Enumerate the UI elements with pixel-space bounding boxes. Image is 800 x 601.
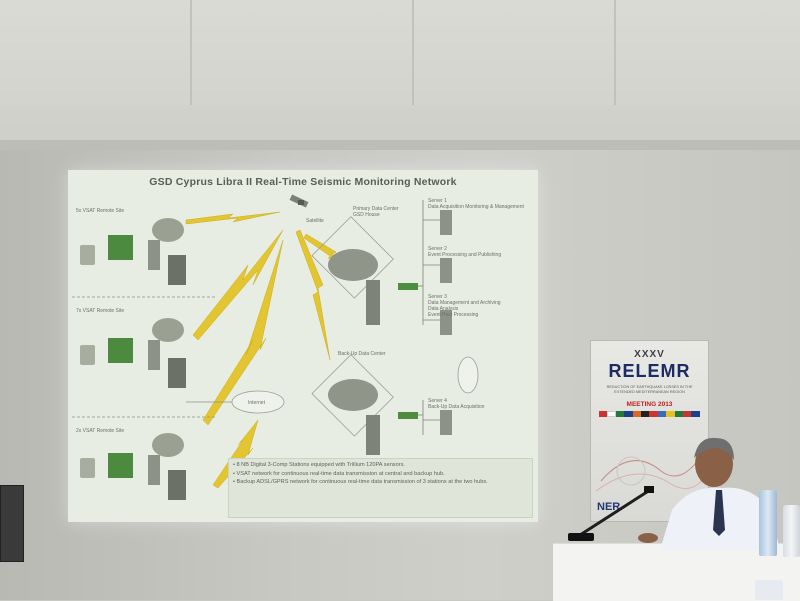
equipment-rack-icon — [148, 340, 160, 370]
drinking-glass — [783, 505, 800, 557]
flag-icon — [599, 411, 608, 417]
solar-panel-icon — [108, 235, 133, 260]
server-icon — [440, 310, 452, 335]
hub-dish-icon — [328, 379, 378, 411]
microphone — [568, 486, 654, 541]
speaker-box — [0, 485, 24, 562]
vsat-dish-icon — [152, 218, 184, 242]
banner-meeting: MEETING 2013 — [626, 401, 673, 408]
solar-panel-icon — [108, 453, 133, 478]
slide-title: GSD Cyprus Libra II Real-Time Seismic Mo… — [149, 176, 457, 188]
sensor-icon — [80, 345, 95, 365]
lightning-bolt — [192, 229, 284, 341]
banner-emblem — [595, 455, 707, 492]
presenter-hair — [694, 437, 734, 460]
flag-icon — [691, 411, 700, 417]
sensor-icon — [80, 245, 95, 265]
banner-sponsor: NER — [597, 501, 621, 513]
solar-panel-icon — [108, 338, 133, 363]
remote-site: 2x VSAT Remote Site — [76, 428, 186, 500]
battery-icon — [168, 470, 186, 500]
banner-roman: XXXV — [634, 349, 665, 360]
flag-icon — [607, 411, 616, 417]
flag-icon — [632, 411, 641, 417]
equipment-rack-icon — [148, 240, 160, 270]
presenter-face — [695, 441, 733, 487]
ceiling — [0, 0, 800, 150]
flag-strip — [599, 411, 700, 423]
server-bus — [418, 200, 440, 435]
satellite-label: Satellite — [306, 218, 324, 224]
presenter-hand — [638, 533, 658, 543]
router-icon — [398, 412, 418, 419]
water-bottle — [759, 490, 777, 556]
internet-label: Internet — [248, 400, 266, 406]
slide-bullets: • 8 NB Digital 3-Comp Stations equipped … — [228, 458, 533, 518]
battery-icon — [168, 358, 186, 388]
remote-sites: 5x VSAT Remote Site 7x VSAT Remote Site … — [76, 208, 186, 500]
ceiling-tile — [414, 0, 616, 105]
flag-icon — [666, 411, 675, 417]
network-cloud-icon — [457, 356, 479, 394]
server-icon — [440, 258, 452, 283]
ceiling-tile — [0, 0, 192, 105]
lightning-bolt — [295, 229, 331, 361]
flag-icon — [657, 411, 667, 417]
hub-dish-icon — [328, 249, 378, 281]
flag-icon — [624, 411, 633, 417]
flag-icon — [615, 411, 625, 417]
remote-site-label: 2x VSAT Remote Site — [76, 428, 124, 434]
banner-subtitle: REDUCTION OF EARTHQUAKE LOSSES IN THE EX… — [606, 385, 693, 394]
lightning-bolt — [202, 239, 284, 426]
backup-data-center: Back-Up Data Center — [311, 351, 418, 455]
ceiling-edge — [0, 140, 800, 150]
hub-tower-icon — [366, 280, 380, 325]
flag-icon — [682, 411, 692, 417]
battery-icon — [168, 255, 186, 285]
flag-icon — [674, 411, 683, 417]
backup-center-label: Back-Up Data Center — [338, 351, 386, 357]
server-icon — [440, 210, 452, 235]
ceiling-tile — [616, 0, 800, 105]
satellite-icon — [289, 194, 309, 208]
banner-title: RELEMR — [608, 361, 691, 381]
flag-icon — [640, 411, 650, 417]
remote-site-label: 7x VSAT Remote Site — [76, 308, 124, 314]
lightning-bolt — [212, 419, 259, 489]
bullet-item: • VSAT network for continuous real-time … — [233, 470, 445, 477]
bullet-item: • 8 NB Digital 3-Comp Stations equipped … — [233, 462, 405, 468]
server-icon — [440, 410, 452, 435]
network-diagram: Satellite 5x VSAT Remote Site 7x VSAT Re… — [72, 194, 524, 500]
bullet-item: • Backup ADSL/GPRS network for continuou… — [233, 479, 488, 486]
remote-site: 5x VSAT Remote Site — [76, 208, 186, 285]
hub-tower-icon — [366, 415, 380, 455]
equipment-rack-icon — [148, 455, 160, 485]
lightning-bolt — [185, 211, 281, 225]
presenter-tie — [713, 490, 725, 536]
sensor-icon — [80, 458, 95, 478]
vsat-dish-icon — [152, 318, 184, 342]
router-icon — [398, 283, 418, 290]
presenter — [638, 437, 780, 550]
projection-screen: GSD Cyprus Libra II Real-Time Seismic Mo… — [68, 170, 538, 522]
ceiling-tile — [192, 0, 414, 105]
lightning-bolts — [185, 211, 349, 489]
bottle-cap — [755, 580, 783, 600]
vsat-dish-icon — [152, 433, 184, 457]
remote-site: 7x VSAT Remote Site — [76, 308, 186, 388]
remote-site-label: 5x VSAT Remote Site — [76, 208, 124, 214]
flag-icon — [649, 411, 658, 417]
